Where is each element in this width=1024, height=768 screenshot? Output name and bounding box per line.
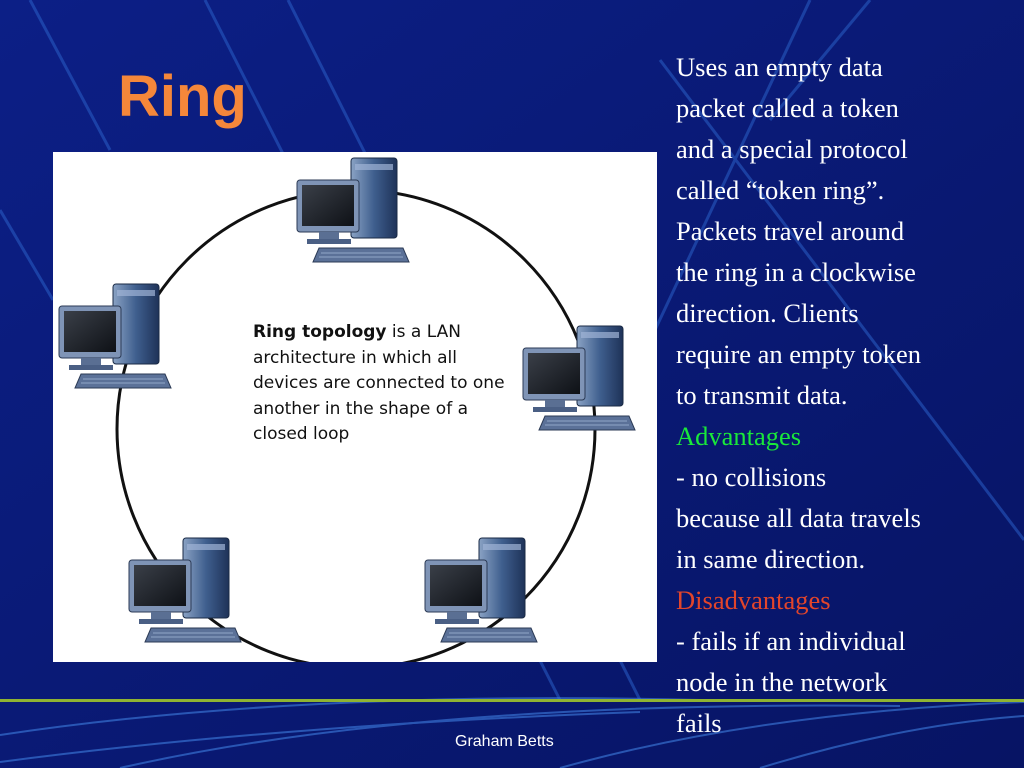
footer-rule (0, 699, 1024, 702)
caption-definition: is a LAN architecture in which all devic… (253, 322, 505, 444)
advantages-heading: Advantages (676, 421, 802, 451)
ring-diagram-graphic (58, 157, 636, 662)
body-line: direction. Clients (676, 298, 859, 328)
footer-author: Graham Betts (455, 733, 554, 750)
ring-topology-caption: Ring topology is a LAN architecture in w… (253, 320, 513, 448)
slide-body-text: Uses an empty data packet called a token… (676, 47, 1016, 744)
disadvantages-line: - fails if an individual (676, 626, 906, 656)
body-line: packet called a token (676, 93, 899, 123)
desktop-computer-icon (58, 283, 172, 389)
advantages-line: because all data travels (676, 503, 921, 533)
body-line: to transmit data. (676, 380, 848, 410)
slide-title: Ring (118, 64, 247, 129)
disadvantages-line: fails (676, 708, 722, 738)
ring-topology-diagram: Ring topology is a LAN architecture in w… (53, 152, 657, 662)
desktop-computer-icon (522, 325, 636, 431)
body-line: Packets travel around (676, 216, 905, 246)
disadvantages-line: node in the network (676, 667, 888, 697)
advantages-line: in same direction. (676, 544, 866, 574)
desktop-computer-icon (296, 157, 410, 263)
desktop-computer-icon (128, 537, 242, 643)
body-line: called “token ring”. (676, 175, 885, 205)
body-line: and a special protocol (676, 134, 908, 164)
advantages-line: - no collisions (676, 462, 827, 492)
desktop-computer-icon (424, 537, 538, 643)
disadvantages-heading: Disadvantages (676, 585, 831, 615)
body-line: Uses an empty data (676, 52, 883, 82)
body-line: require an empty token (676, 339, 922, 369)
body-line: the ring in a clockwise (676, 257, 916, 287)
caption-term: Ring topology (253, 322, 387, 342)
